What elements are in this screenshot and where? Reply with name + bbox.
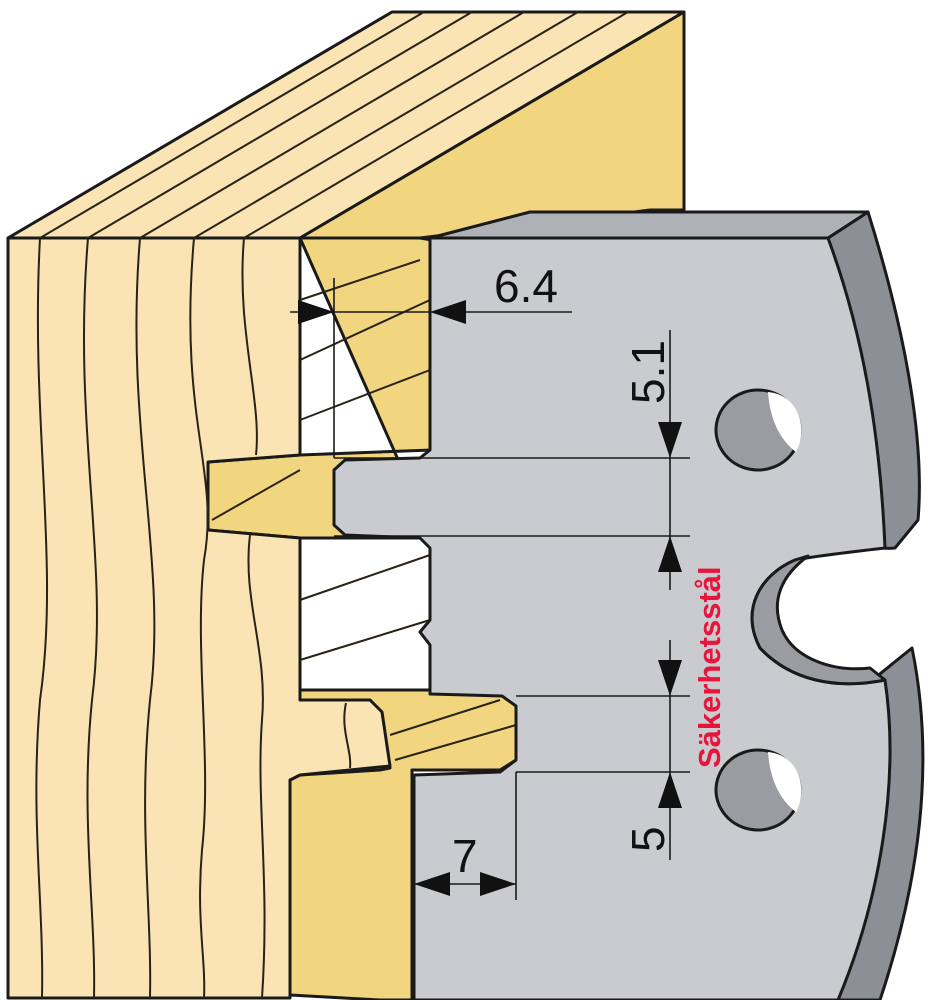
wood-grain-line: [343, 702, 352, 769]
wood-grain-line: [35, 237, 49, 999]
wood-grain-line: [189, 237, 209, 999]
dim-label-depth-top: 6.4: [494, 260, 558, 312]
arrow-head: [658, 422, 682, 458]
knife-hole-bottom-highlight: [768, 752, 802, 812]
arrow-head: [658, 536, 682, 572]
steel-knife: [332, 210, 925, 1000]
arrow-head: [480, 872, 516, 896]
wood-top-grain: [39, 11, 629, 239]
dim-label-slot-lower: 5: [622, 826, 674, 852]
wood-block: [6, 10, 686, 1000]
wood-end-grain: [211, 259, 517, 761]
arrow-head: [658, 772, 682, 808]
arrow-head: [414, 872, 450, 896]
wood-grain-line: [247, 534, 266, 999]
wood-grain-line: [82, 237, 98, 999]
brand-label: Säkerhetsstål: [692, 566, 727, 768]
dimension-lines: [290, 278, 690, 900]
arrow-head: [298, 300, 334, 324]
wood-grain-line: [241, 237, 258, 456]
wood-front-face: [6, 236, 392, 1000]
arrow-head: [430, 300, 466, 324]
knife-hole-top-highlight: [768, 392, 802, 452]
knife-notch: [750, 554, 887, 686]
dim-label-slot-upper: 5.1: [622, 340, 674, 404]
wood-grain-line: [135, 237, 156, 999]
arrow-head: [658, 660, 682, 696]
dim-label-depth-bottom: 7: [452, 830, 478, 882]
